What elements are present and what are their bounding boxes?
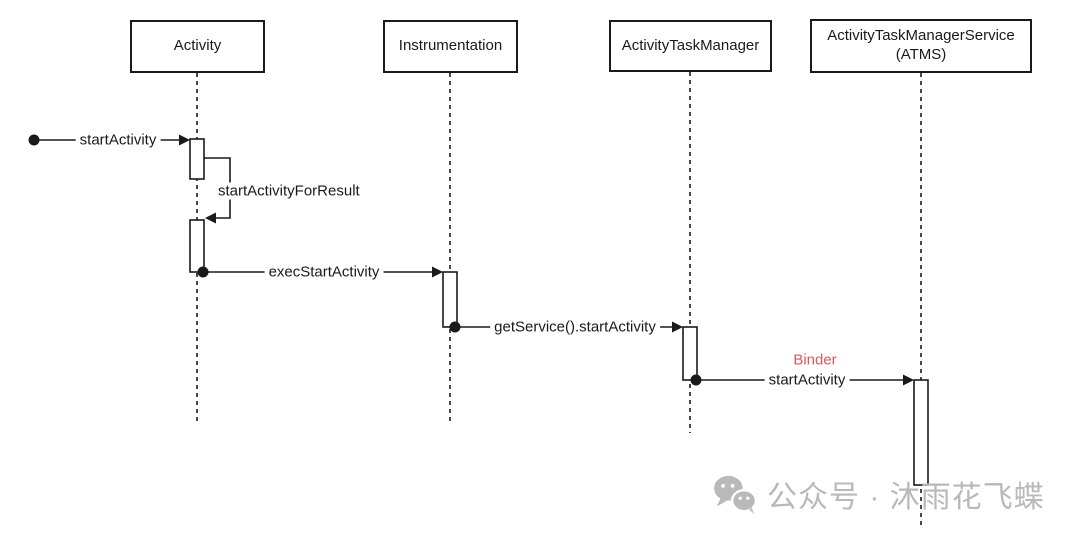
participant-box-activitytaskmanager: ActivityTaskManager: [609, 20, 772, 72]
message-label-startactivityforresult: startActivityForResult: [214, 182, 364, 200]
arrowhead-getservice: [672, 321, 683, 333]
start-dot: [28, 134, 40, 146]
activation-bar-activity-2: [189, 219, 205, 273]
participant-label-atms-line1: ActivityTaskManagerService: [827, 27, 1015, 45]
participant-box-activity: Activity: [130, 20, 265, 73]
participant-label-atms-line2: (ATMS): [895, 46, 947, 63]
arrowhead-execstartactivity: [432, 266, 443, 278]
arrowhead-startactivity: [179, 134, 190, 146]
activation-bar-atms: [913, 379, 929, 486]
participant-box-instrumentation: Instrumentation: [383, 20, 518, 73]
activation-bar-activitytaskmanager: [682, 326, 698, 381]
arrowhead-startactivityforresult: [205, 212, 216, 224]
wechat-icon: [714, 475, 758, 514]
message-label-getservice: getService().startActivity: [490, 318, 660, 336]
participant-label-instrumentation: Instrumentation: [398, 37, 503, 55]
activation-bar-instrumentation: [442, 271, 458, 328]
arrowhead-binder-startactivity: [903, 374, 914, 386]
binder-annotation: Binder: [789, 351, 841, 369]
activation-bar-activity-1: [189, 138, 205, 180]
message-label-binder-startactivity: startActivity: [764, 371, 850, 389]
message-label-execstartactivity: execStartActivity: [264, 263, 384, 281]
participant-label-activitytaskmanager: ActivityTaskManager: [621, 36, 760, 54]
participant-box-atms: ActivityTaskManagerService (ATMS): [810, 19, 1032, 73]
watermark: 公众号 · 沐雨花飞蝶: [712, 472, 1045, 516]
participant-label-activity: Activity: [173, 37, 222, 55]
watermark-text: 公众号 · 沐雨花飞蝶: [767, 481, 1045, 514]
message-label-startactivity: startActivity: [75, 131, 161, 149]
